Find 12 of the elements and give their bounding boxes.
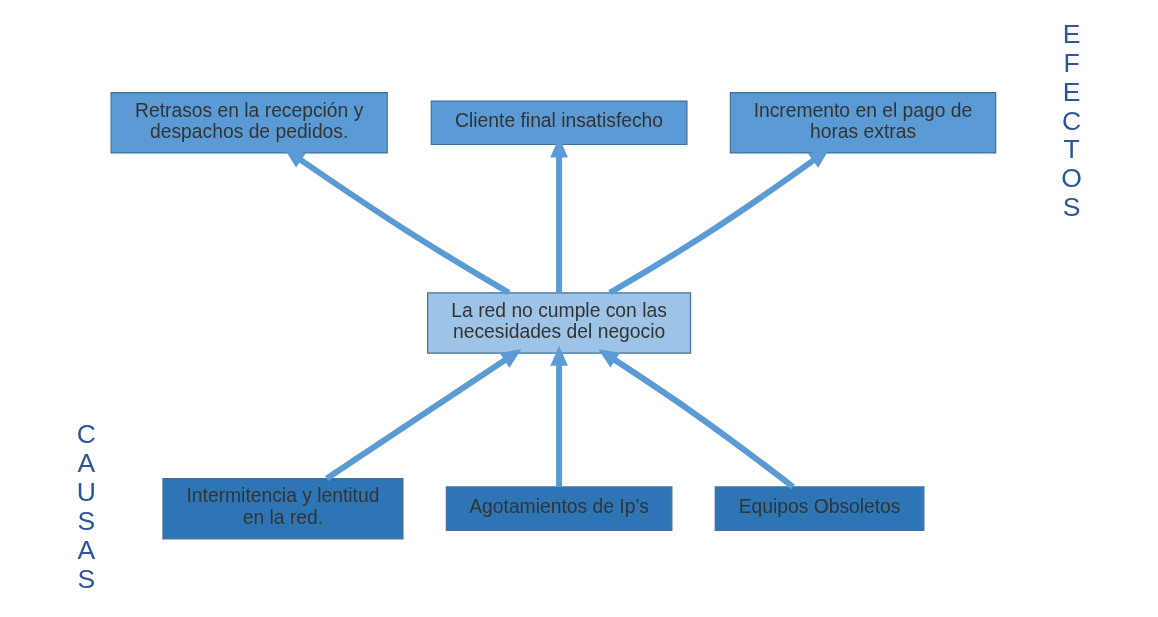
node-box: Incremento en el pago de horas extras: [729, 92, 997, 154]
arrow: [325, 349, 522, 481]
arrow: [598, 349, 795, 490]
node-box: Agotamientos de Ip’s: [445, 486, 673, 531]
node-box: Equipos Obsoletos: [714, 486, 925, 531]
node-box: Retrasos en la recepción y despachos de pedidos.: [110, 92, 388, 154]
node-box: Intermitencia y lentitud en la red.: [162, 477, 404, 540]
node-box: La red no cumple con las necesidades del negocio: [427, 292, 692, 354]
arrow: [550, 345, 568, 487]
label: EFECTOS: [1061, 18, 1082, 223]
label: CAUSAS: [76, 419, 96, 594]
node-box: Cliente final insatisfecho: [430, 100, 688, 146]
